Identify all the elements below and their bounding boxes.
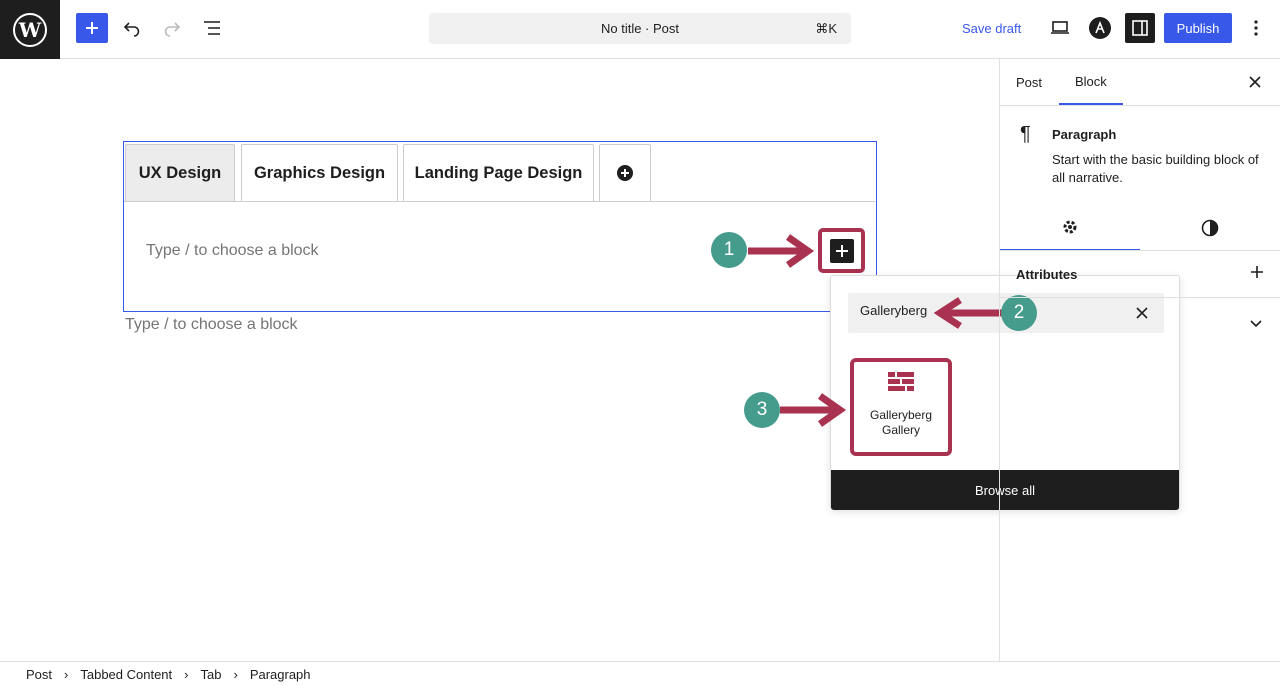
tabbed-content-block[interactable]: UX Design Graphics Design Landing Page D… <box>123 141 877 312</box>
sidebar-tab-post[interactable]: Post <box>1016 74 1043 90</box>
step-badge-2: 2 <box>1001 295 1037 331</box>
top-toolbar: W No title · Post ⌘K Save draft <box>0 0 1280 59</box>
plus-icon <box>1251 266 1263 278</box>
breadcrumb-item[interactable]: Tab <box>200 666 222 682</box>
tab-divider <box>124 201 875 202</box>
gear-icon <box>1063 220 1077 234</box>
arrow-left-icon <box>934 297 1002 329</box>
plus-icon <box>86 22 98 34</box>
settings-sidebar-toggle[interactable] <box>1125 13 1155 43</box>
block-breadcrumb: Post › Tabbed Content › Tab › Paragraph <box>0 661 1280 686</box>
close-icon <box>1136 307 1148 319</box>
result-label: Galleryberg Gallery <box>854 408 948 438</box>
shortcut-hint: ⌘K <box>815 21 837 36</box>
breadcrumb-item[interactable]: Tabbed Content <box>80 666 173 682</box>
settings-sidebar: Post Block ¶ Paragraph Start with the ba… <box>999 59 1280 661</box>
sidebar-divider <box>1000 297 1280 298</box>
options-menu-button[interactable] <box>1244 14 1268 42</box>
breadcrumb-item[interactable]: Post <box>26 666 53 682</box>
close-sidebar-button[interactable] <box>1246 73 1264 91</box>
result-label-line-2: Gallery <box>881 423 920 437</box>
chevron-right-icon: › <box>233 666 238 682</box>
block-description: Start with the basic building block of a… <box>1052 152 1259 185</box>
result-label-line-1: Galleryberg <box>869 408 933 422</box>
laptop-icon <box>1051 21 1069 34</box>
tab-ux-design[interactable]: UX Design <box>125 144 235 201</box>
document-title: No title · Post <box>600 21 680 36</box>
redo-icon <box>164 22 181 37</box>
chevron-down-icon <box>1250 320 1262 328</box>
outer-paragraph-placeholder[interactable]: Type / to choose a block <box>125 316 298 333</box>
close-icon <box>1249 76 1261 88</box>
block-inserter-button[interactable] <box>818 228 865 273</box>
arrow-right-icon <box>780 393 847 427</box>
panel-toggle-button[interactable] <box>1250 315 1262 333</box>
block-type-name: Paragraph <box>1052 127 1117 142</box>
wordpress-logo-icon[interactable]: W <box>0 0 60 59</box>
more-vertical-icon <box>1254 20 1258 36</box>
plus-icon <box>835 244 848 257</box>
command-palette-bar[interactable]: No title · Post ⌘K <box>429 13 851 44</box>
publish-button[interactable]: Publish <box>1164 13 1232 43</box>
sidebar-icon <box>1132 20 1148 36</box>
svg-text:W: W <box>18 18 42 42</box>
chevron-right-icon: › <box>64 666 69 682</box>
settings-subtab[interactable] <box>1000 205 1140 251</box>
block-search-input[interactable]: Galleryberg <box>860 303 928 318</box>
contrast-icon <box>1201 219 1219 237</box>
step-badge-3: 3 <box>744 392 780 428</box>
inserter-plus[interactable] <box>829 238 854 263</box>
undo-button[interactable] <box>118 14 146 42</box>
attributes-add-button[interactable] <box>1250 265 1264 284</box>
step-badge-1: 1 <box>711 232 747 268</box>
sidebar-divider <box>1000 250 1280 251</box>
browse-all-button[interactable]: Browse all <box>831 470 1179 510</box>
save-draft-button[interactable]: Save draft <box>962 20 1022 36</box>
chevron-right-icon: › <box>184 666 189 682</box>
inner-paragraph-placeholder[interactable]: Type / to choose a block <box>146 242 319 259</box>
tab-graphics-design[interactable]: Graphics Design <box>241 144 398 201</box>
paragraph-icon: ¶ <box>1020 123 1031 145</box>
sidebar-divider <box>1000 105 1280 106</box>
breadcrumb-item[interactable]: Paragraph <box>249 666 311 682</box>
add-block-button[interactable] <box>76 13 108 43</box>
add-tab-button[interactable] <box>599 144 651 201</box>
list-view-icon <box>204 21 220 35</box>
plus-circle-icon <box>617 165 633 181</box>
undo-icon <box>123 22 140 37</box>
arrow-right-icon <box>748 234 815 268</box>
attributes-panel-title[interactable]: Attributes <box>1016 267 1078 282</box>
clear-search-button[interactable] <box>1132 303 1152 323</box>
redo-button[interactable] <box>158 14 186 42</box>
galleryberg-gallery-block-result[interactable]: Galleryberg Gallery <box>850 358 952 456</box>
styles-subtab[interactable] <box>1140 205 1280 251</box>
astra-logo-icon <box>1089 17 1111 39</box>
document-overview-button[interactable] <box>198 14 226 42</box>
gallery-grid-icon <box>888 372 914 391</box>
astra-plugin-button[interactable] <box>1086 14 1114 42</box>
sidebar-tab-block[interactable]: Block <box>1059 59 1123 105</box>
tab-landing-page-design[interactable]: Landing Page Design <box>403 144 594 201</box>
preview-button[interactable] <box>1046 14 1074 42</box>
